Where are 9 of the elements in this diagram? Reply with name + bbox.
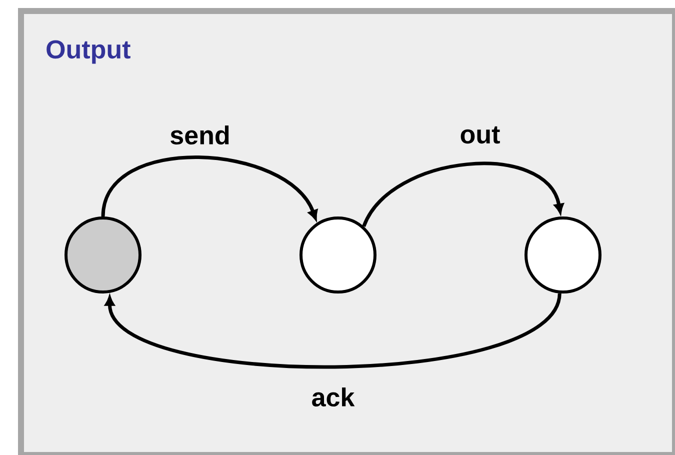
edge-label: ack [312, 387, 355, 407]
arrow [101, 156, 318, 220]
state-circle [300, 216, 376, 294]
edge-label: send [170, 125, 229, 145]
edge-label: out [460, 126, 500, 144]
arrow [362, 162, 564, 228]
arrow [104, 292, 562, 369]
state-circle [524, 216, 602, 294]
state-circle [64, 216, 142, 294]
